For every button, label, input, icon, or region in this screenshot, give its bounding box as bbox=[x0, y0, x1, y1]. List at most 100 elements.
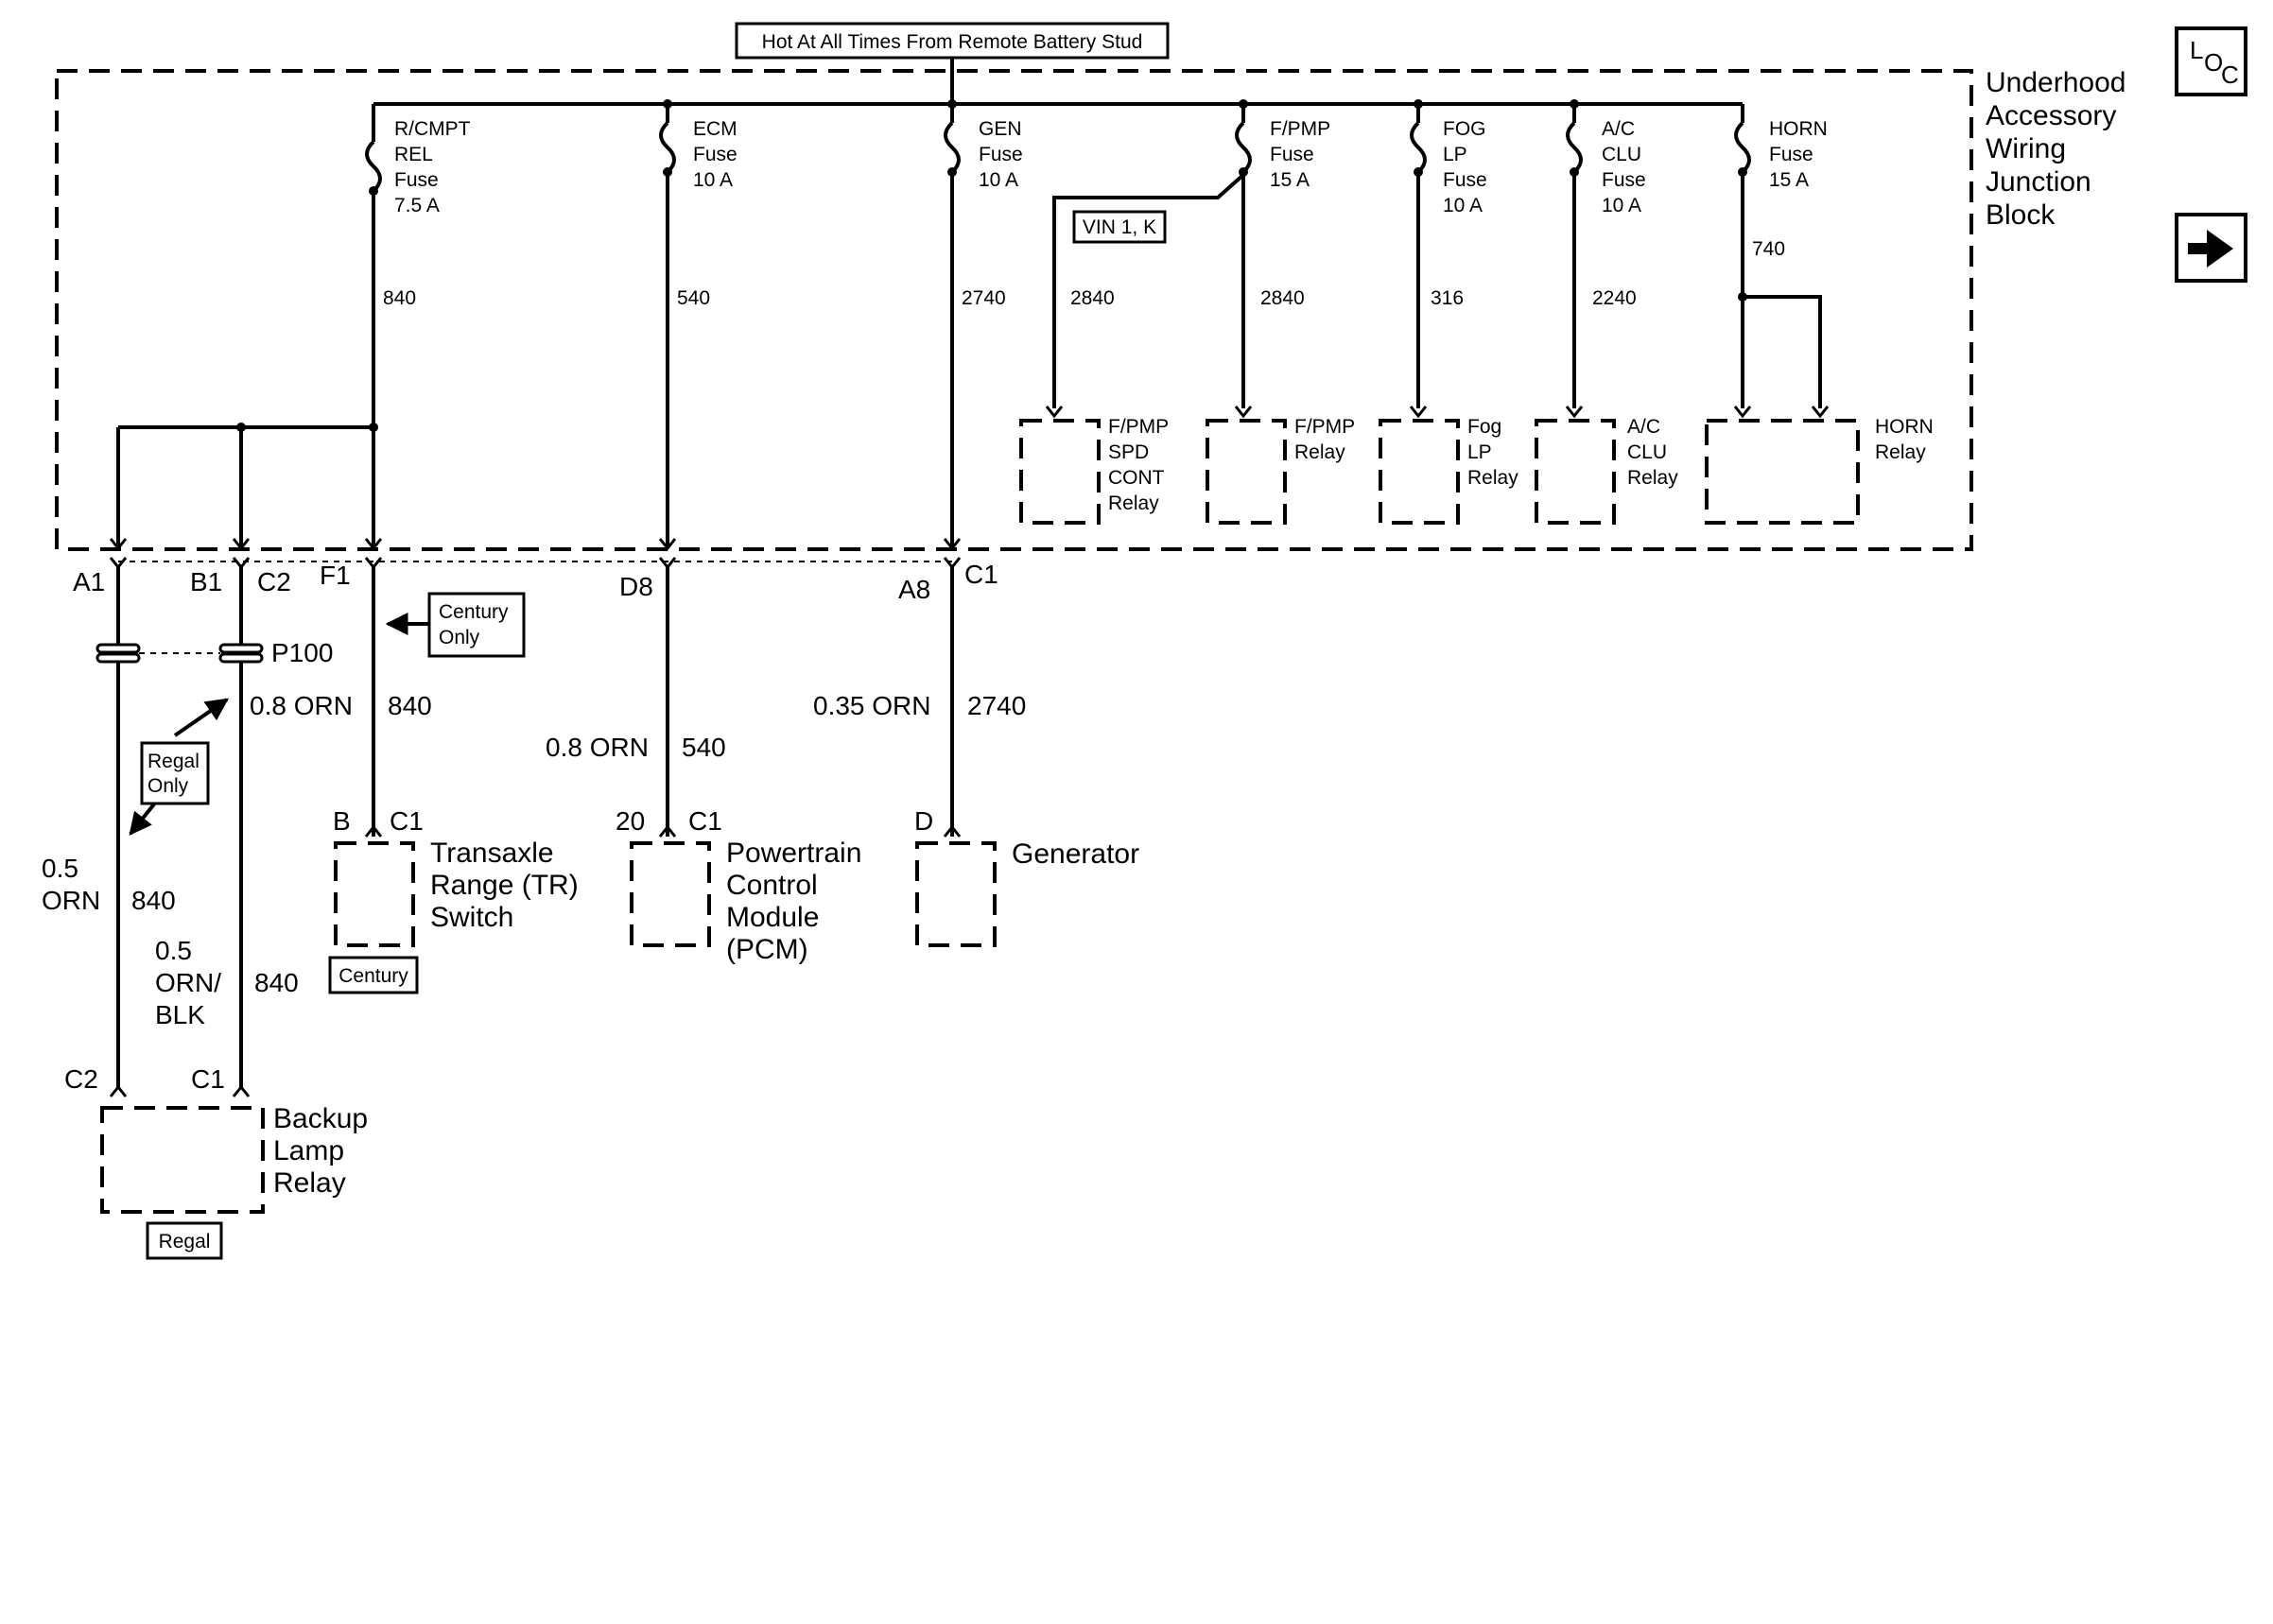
svg-text:HORN: HORN bbox=[1875, 416, 1934, 438]
fuse-acclu: A/C CLU Fuse 10 A 2240 bbox=[1566, 104, 1646, 408]
fuse-rcmpt: R/CMPT REL Fuse 7.5 A 840 bbox=[365, 104, 471, 548]
svg-text:Fuse: Fuse bbox=[1602, 169, 1646, 191]
svg-text:10 A: 10 A bbox=[693, 169, 733, 191]
svg-text:Only: Only bbox=[147, 775, 189, 797]
svg-text:Only: Only bbox=[439, 627, 480, 648]
relay-fpmp: F/PMP Relay bbox=[1206, 416, 1355, 525]
wire-color-d8: 0.8 ORN bbox=[546, 733, 649, 762]
svg-text:CLU: CLU bbox=[1627, 441, 1667, 463]
powertrain-control-module: 20 C1 Powertrain Control Module (PCM) bbox=[616, 806, 861, 965]
svg-text:ORN/: ORN/ bbox=[155, 968, 221, 997]
svg-text:Regal: Regal bbox=[147, 751, 200, 772]
fuse-foglp: FOG LP Fuse 10 A 316 bbox=[1410, 104, 1487, 408]
relay-fpmp-spd-cont: F/PMP SPD CONT Relay bbox=[1019, 416, 1169, 525]
svg-text:L: L bbox=[2190, 36, 2203, 64]
svg-text:Control: Control bbox=[726, 870, 818, 901]
svg-text:Underhood: Underhood bbox=[1986, 67, 2126, 98]
conn-a1: A1 bbox=[73, 567, 105, 596]
svg-text:316: 316 bbox=[1431, 287, 1464, 309]
svg-text:10 A: 10 A bbox=[979, 169, 1018, 191]
svg-text:15 A: 15 A bbox=[1270, 169, 1310, 191]
next-arrow-button[interactable] bbox=[2175, 213, 2247, 283]
junction-block-title: Underhood Accessory Wiring Junction Bloc… bbox=[1986, 67, 2126, 231]
svg-text:2240: 2240 bbox=[1592, 287, 1637, 309]
svg-text:Lamp: Lamp bbox=[273, 1135, 344, 1166]
wire-circuit-f1: 840 bbox=[388, 691, 432, 720]
wire-circuit-d8: 540 bbox=[682, 733, 726, 762]
wire-color-a8: 0.35 ORN bbox=[813, 691, 931, 720]
backup-lamp-relay: C2 C1 Backup Lamp Relay Regal bbox=[64, 1064, 368, 1260]
regal-tag: Regal bbox=[159, 1231, 211, 1253]
fuse-fpmp: F/PMP Fuse 15 A 2840 2840 VIN 1, K bbox=[1052, 104, 1330, 408]
vin-note: VIN 1, K bbox=[1083, 216, 1156, 238]
svg-text:GEN: GEN bbox=[979, 118, 1022, 140]
svg-text:LP: LP bbox=[1443, 144, 1467, 165]
svg-text:BLK: BLK bbox=[155, 1000, 205, 1029]
battery-source: Hot At All Times From Remote Battery Stu… bbox=[735, 22, 1170, 104]
svg-text:0.5: 0.5 bbox=[155, 936, 192, 965]
svg-text:15 A: 15 A bbox=[1769, 169, 1809, 191]
svg-text:Backup: Backup bbox=[273, 1103, 368, 1134]
svg-text:0.5: 0.5 bbox=[42, 854, 78, 883]
wire-circuit-a8: 2740 bbox=[967, 691, 1026, 720]
svg-text:Fuse: Fuse bbox=[1270, 144, 1314, 165]
svg-text:CONT: CONT bbox=[1108, 467, 1165, 489]
svg-text:Fuse: Fuse bbox=[693, 144, 737, 165]
svg-text:Relay: Relay bbox=[1875, 441, 1926, 463]
svg-text:Junction: Junction bbox=[1986, 166, 2091, 198]
svg-text:840: 840 bbox=[383, 287, 416, 309]
svg-text:Fuse: Fuse bbox=[979, 144, 1023, 165]
svg-text:Generator: Generator bbox=[1012, 838, 1139, 870]
conn-c2: C2 bbox=[257, 567, 291, 596]
svg-text:F/PMP: F/PMP bbox=[1270, 118, 1330, 140]
conn-c1: C1 bbox=[964, 560, 998, 589]
generator: D Generator bbox=[914, 806, 1139, 947]
svg-text:Relay: Relay bbox=[1627, 467, 1678, 489]
svg-text:740: 740 bbox=[1752, 238, 1785, 260]
conn-d8: D8 bbox=[619, 572, 653, 601]
svg-text:O: O bbox=[2204, 48, 2223, 77]
svg-text:540: 540 bbox=[677, 287, 710, 309]
svg-text:Century: Century bbox=[439, 601, 509, 623]
svg-text:Fuse: Fuse bbox=[1769, 144, 1813, 165]
svg-text:Module: Module bbox=[726, 902, 819, 933]
svg-text:B: B bbox=[333, 806, 351, 836]
svg-text:Fuse: Fuse bbox=[394, 169, 439, 191]
svg-text:A/C: A/C bbox=[1602, 118, 1635, 140]
svg-text:Fuse: Fuse bbox=[1443, 169, 1487, 191]
conn-a8: A8 bbox=[898, 575, 930, 604]
svg-text:Switch: Switch bbox=[430, 902, 513, 933]
conn-f1: F1 bbox=[320, 561, 351, 590]
splice-p100: P100 bbox=[95, 638, 333, 667]
svg-text:2840: 2840 bbox=[1070, 287, 1115, 309]
fuse-gen: GEN Fuse 10 A 2740 bbox=[944, 104, 1023, 548]
century-tag: Century bbox=[338, 965, 408, 987]
fuse-horn: HORN Fuse 15 A 740 bbox=[1734, 104, 1828, 408]
svg-text:C1: C1 bbox=[390, 806, 424, 836]
right-arrow-icon bbox=[2188, 230, 2233, 268]
svg-text:C1: C1 bbox=[688, 806, 722, 836]
svg-text:SPD: SPD bbox=[1108, 441, 1149, 463]
fuse-ecm: ECM Fuse 10 A 540 bbox=[659, 104, 737, 548]
wire-circuit-a1: 840 bbox=[131, 886, 176, 915]
svg-text:REL: REL bbox=[394, 144, 433, 165]
relay-ac-clu: A/C CLU Relay bbox=[1535, 416, 1678, 525]
loc-button[interactable]: L O C bbox=[2175, 26, 2247, 96]
svg-text:Relay: Relay bbox=[1294, 441, 1345, 463]
svg-text:R/CMPT: R/CMPT bbox=[394, 118, 471, 140]
svg-text:Range (TR): Range (TR) bbox=[430, 870, 579, 901]
transaxle-range-switch: B C1 Transaxle Range (TR) Switch Century bbox=[328, 806, 579, 994]
junction-block-outline bbox=[55, 69, 1973, 551]
svg-text:F/PMP: F/PMP bbox=[1294, 416, 1355, 438]
svg-text:Accessory: Accessory bbox=[1986, 100, 2116, 131]
svg-text:D: D bbox=[914, 806, 933, 836]
svg-text:Powertrain: Powertrain bbox=[726, 838, 861, 869]
svg-text:ORN: ORN bbox=[42, 886, 100, 915]
wire-color-b1: 0.8 ORN bbox=[250, 691, 353, 720]
svg-text:2840: 2840 bbox=[1260, 287, 1305, 309]
svg-text:C: C bbox=[2221, 60, 2239, 89]
svg-text:CLU: CLU bbox=[1602, 144, 1641, 165]
svg-text:Wiring: Wiring bbox=[1986, 133, 2066, 164]
svg-text:LP: LP bbox=[1467, 441, 1492, 463]
